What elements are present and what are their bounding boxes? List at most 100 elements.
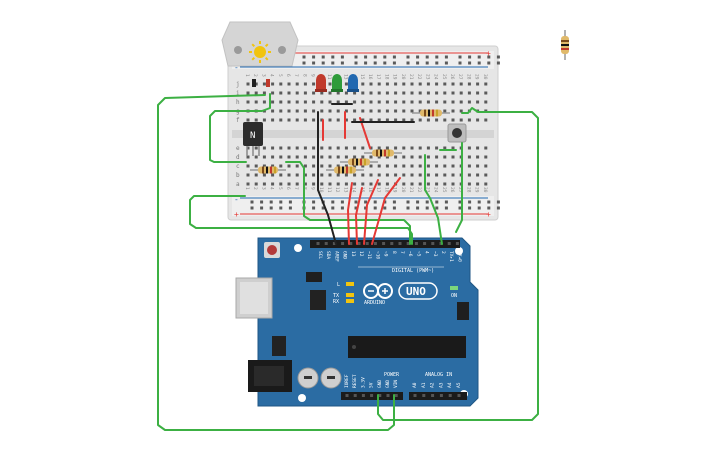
column-number: 21 [408,187,414,193]
rail-hole [312,200,316,204]
column-number: 18 [383,187,389,193]
hole [336,109,340,113]
hole [246,146,250,150]
hole [287,82,291,86]
header-pin[interactable] [431,394,435,397]
header-pin[interactable] [332,242,336,245]
rail-plus-top-right: + [486,49,491,58]
resistor-4[interactable] [326,166,364,174]
hole [353,146,357,150]
rail-hole [435,61,439,65]
wire-red-to-pin10[interactable] [371,177,401,245]
hole [303,118,307,122]
header-pin[interactable] [370,394,374,397]
header-pin[interactable] [390,242,394,245]
hole [271,91,275,95]
header-pin[interactable] [357,242,361,245]
header-pin[interactable] [341,242,345,245]
rail-minus-top: - [234,63,239,72]
led-red[interactable] [315,74,327,92]
header-pin[interactable] [431,242,435,245]
header-pin[interactable] [349,242,353,245]
wire-green-rail-to-pin6[interactable] [189,195,413,245]
reset-button[interactable] [267,245,277,255]
resistor-band [561,48,569,50]
hole [476,155,480,159]
header-pin[interactable] [398,242,402,245]
header-pin[interactable] [316,242,320,245]
wire-red-to-pin13[interactable] [347,182,353,245]
wire-red-to-pin11[interactable] [363,179,379,245]
rail-hole [383,206,387,210]
resistor-loose[interactable] [561,30,569,60]
hole [435,82,439,86]
header-pin[interactable] [373,242,377,245]
header-pin[interactable] [455,242,459,245]
led-blue[interactable] [347,74,359,92]
header-pin[interactable] [413,394,417,397]
header-pin[interactable] [414,242,418,245]
hole [312,182,316,186]
npn-transistor[interactable]: N [243,122,263,156]
resistor-body [420,109,442,117]
hole [385,118,389,122]
led-green[interactable] [331,74,343,92]
wire-green-motor-to-gnd[interactable] [157,94,395,431]
hole [394,109,398,113]
hole [467,173,471,177]
rail-hole [250,200,254,204]
hole [476,100,480,104]
wire-red-to-pin12[interactable] [355,187,363,245]
hole [369,155,373,159]
hole [385,173,389,177]
wire-black-gnd[interactable] [317,111,337,245]
header-pin[interactable] [457,394,461,397]
header-pin[interactable] [423,242,427,245]
resistor-5[interactable] [250,166,286,174]
wire-green-button-to-pin2[interactable] [424,154,443,245]
wire-green-button-to-5v[interactable] [377,107,539,421]
sun-ray [264,43,269,48]
hole [353,91,357,95]
header-pin[interactable] [448,394,452,397]
push-button[interactable] [447,123,467,143]
header-pin[interactable] [324,242,328,245]
rx-led [346,299,354,303]
hole [344,155,348,159]
breadboard[interactable]: 1122334455667788991010111112121313141415… [227,45,500,221]
header-pin[interactable] [345,394,349,397]
hole [320,91,324,95]
hole [336,173,340,177]
header-pin[interactable] [353,394,357,397]
push-button-cap[interactable] [452,128,462,138]
hole [328,146,332,150]
header-pin[interactable] [386,394,390,397]
header-pin[interactable] [406,242,410,245]
header-pin[interactable] [365,242,369,245]
header-pin[interactable] [447,242,451,245]
resistor-3[interactable] [340,158,378,166]
header-pin[interactable] [394,394,398,397]
row-letter-e: e [236,145,240,152]
led-green-base [331,89,343,92]
dc-motor[interactable] [221,21,299,87]
mount-hole [455,247,463,255]
header-pin[interactable] [378,394,382,397]
header-pin[interactable] [439,394,443,397]
wire-green-motor-to-transistor[interactable] [209,93,271,163]
header-pin[interactable] [422,394,426,397]
hole [418,91,422,95]
header-pin[interactable] [361,394,365,397]
hole [344,118,348,122]
wire-green-button-rail[interactable] [455,142,463,233]
resistor-band [432,109,434,117]
header-pin[interactable] [382,242,386,245]
analog-header[interactable] [409,392,467,400]
resistor-1[interactable] [412,109,450,117]
wire-green-resistor-to-pin[interactable] [285,161,411,245]
analog-label: ANALOG IN [425,372,452,378]
resistor-2[interactable] [364,149,402,157]
